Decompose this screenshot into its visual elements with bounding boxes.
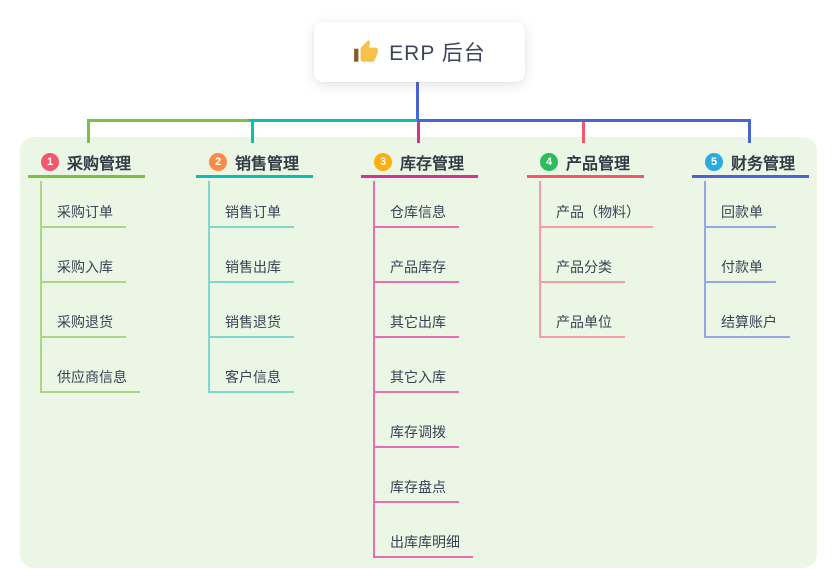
child-node[interactable]: 供应商信息 <box>40 338 140 393</box>
child-node[interactable]: 产品分类 <box>539 228 625 283</box>
branches-background-panel <box>20 137 817 568</box>
branch-trunk-line <box>373 181 375 558</box>
child-label: 库存盘点 <box>390 479 446 495</box>
child-label: 销售出库 <box>225 259 281 275</box>
child-node[interactable]: 产品（物料） <box>539 181 653 228</box>
branch-children: 仓库信息 产品库存 其它出库 其它入库 库存调拨 库存盘点 出库库明细 <box>373 181 473 558</box>
child-label: 其它出库 <box>390 314 446 330</box>
child-node[interactable]: 出库库明细 <box>373 503 473 558</box>
child-label: 回款单 <box>721 204 763 220</box>
branch-label: 产品管理 <box>566 155 631 173</box>
child-label: 付款单 <box>721 259 763 275</box>
branch-label: 库存管理 <box>400 155 465 173</box>
thumbs-up-icon <box>353 39 379 65</box>
branch-label: 财务管理 <box>731 155 796 173</box>
child-node[interactable]: 其它出库 <box>373 283 459 338</box>
child-label: 结算账户 <box>721 314 777 330</box>
branch-label: 采购管理 <box>67 155 132 173</box>
connector-bus-segment-2 <box>249 119 419 122</box>
branch-header[interactable]: 4 产品管理 <box>527 148 644 178</box>
branch-2: 2 销售管理 销售订单 销售出库 销售退货 客户信息 <box>196 148 366 393</box>
branch-children: 采购订单 采购入库 采购退货 供应商信息 <box>40 181 140 393</box>
child-label: 客户信息 <box>225 369 281 385</box>
child-node[interactable]: 其它入库 <box>373 338 459 393</box>
child-label: 采购入库 <box>57 259 113 275</box>
root-title: ERP 后台 <box>389 42 486 65</box>
child-label: 产品单位 <box>556 314 612 330</box>
branch-3: 3 库存管理 仓库信息 产品库存 其它出库 其它入库 库存调拨 库存盘点 出库库… <box>361 148 531 558</box>
connector-root-line <box>416 82 419 121</box>
child-label: 产品分类 <box>556 259 612 275</box>
connector-drop-2 <box>251 122 254 143</box>
child-label: 其它入库 <box>390 369 446 385</box>
connector-bus-segment-1 <box>87 119 253 122</box>
branch-children: 回款单 付款单 结算账户 <box>704 181 790 338</box>
connector-drop-4 <box>582 122 585 143</box>
connector-drop-3 <box>417 122 420 143</box>
child-node[interactable]: 销售订单 <box>208 181 294 228</box>
child-node[interactable]: 采购订单 <box>40 181 126 228</box>
connector-bus-segment-3 <box>417 119 751 122</box>
child-label: 出库库明细 <box>390 534 460 550</box>
branch-number-badge: 1 <box>41 152 59 171</box>
branch-trunk-line <box>539 181 541 338</box>
child-label: 产品库存 <box>390 259 446 275</box>
child-node[interactable]: 采购退货 <box>40 283 126 338</box>
branch-children: 销售订单 销售出库 销售退货 客户信息 <box>208 181 294 393</box>
child-label: 销售订单 <box>225 204 281 220</box>
child-node[interactable]: 销售出库 <box>208 228 294 283</box>
child-node[interactable]: 销售退货 <box>208 283 294 338</box>
branch-header[interactable]: 1 采购管理 <box>28 148 145 178</box>
connector-drop-1 <box>87 122 90 143</box>
branch-number-badge: 2 <box>209 152 227 171</box>
branch-header[interactable]: 5 财务管理 <box>692 148 809 178</box>
branch-4: 4 产品管理 产品（物料） 产品分类 产品单位 <box>527 148 697 338</box>
branch-header[interactable]: 2 销售管理 <box>196 148 313 178</box>
child-node[interactable]: 产品库存 <box>373 228 459 283</box>
branch-trunk-line <box>704 181 706 338</box>
connector-drop-5 <box>748 122 751 143</box>
branch-children: 产品（物料） 产品分类 产品单位 <box>539 181 653 338</box>
child-label: 销售退货 <box>225 314 281 330</box>
child-label: 库存调拨 <box>390 424 446 440</box>
branch-label: 销售管理 <box>235 155 300 173</box>
branch-5: 5 财务管理 回款单 付款单 结算账户 <box>692 148 839 338</box>
child-label: 采购退货 <box>57 314 113 330</box>
branch-header[interactable]: 3 库存管理 <box>361 148 478 178</box>
branch-number-badge: 5 <box>705 152 723 171</box>
branch-trunk-line <box>208 181 210 393</box>
child-node[interactable]: 付款单 <box>704 228 776 283</box>
child-node[interactable]: 回款单 <box>704 181 776 228</box>
child-label: 产品（物料） <box>556 204 640 220</box>
child-node[interactable]: 产品单位 <box>539 283 625 338</box>
child-label: 供应商信息 <box>57 369 127 385</box>
child-node[interactable]: 结算账户 <box>704 283 790 338</box>
child-node[interactable]: 库存调拨 <box>373 393 459 448</box>
branch-number-badge: 4 <box>540 152 558 171</box>
branch-1: 1 采购管理 采购订单 采购入库 采购退货 供应商信息 <box>28 148 198 393</box>
child-node[interactable]: 库存盘点 <box>373 448 459 503</box>
child-node[interactable]: 采购入库 <box>40 228 126 283</box>
branch-trunk-line <box>40 181 42 393</box>
root-node[interactable]: ERP 后台 <box>314 22 525 82</box>
branch-number-badge: 3 <box>374 152 392 171</box>
child-node[interactable]: 客户信息 <box>208 338 294 393</box>
child-label: 采购订单 <box>57 204 113 220</box>
child-label: 仓库信息 <box>390 204 446 220</box>
child-node[interactable]: 仓库信息 <box>373 181 459 228</box>
